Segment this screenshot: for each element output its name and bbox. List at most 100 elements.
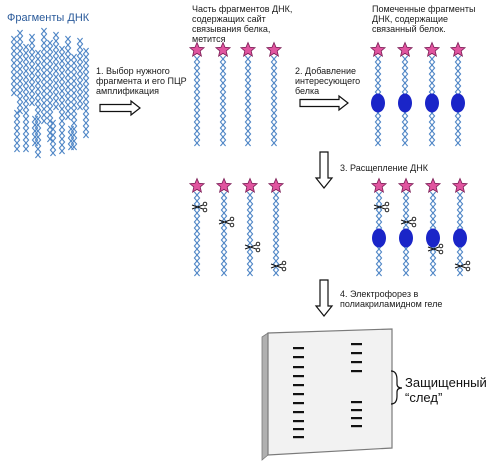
dna-strand-a [22,43,30,153]
dna-strand-a [70,53,78,151]
scissors-blade [244,244,257,250]
dna-strand-b [64,35,72,121]
star-icon [424,177,442,193]
scissors-handle [438,249,444,255]
dna-strand-b [76,37,84,111]
scissors-handle [255,247,261,253]
labeled-subset-caption: Часть фрагментов ДНК, содержащих сайт св… [192,4,293,44]
labeled-dna-fragment [244,55,252,147]
step-2-label: 2. Добавление интересующего белка [295,66,361,96]
step-3-label: 3. Расщепление ДНК [340,163,428,173]
step-4-label: 4. Электрофорез в полиакриламидном геле [340,289,443,309]
scissors-icon [191,201,208,213]
gel-band [293,384,304,387]
scissors-blade [270,263,283,269]
scissors-blade [191,204,204,210]
dna-strand-b [193,191,201,277]
dna-strand-a [49,119,57,157]
scissors-blade [454,263,467,269]
dna-strand-b [22,43,30,153]
dna-strand-a [16,29,24,115]
scissors-icon [400,216,417,228]
gel-band [293,393,304,396]
dna-fragment [82,47,90,139]
dna-strand-b [270,55,278,147]
scissors-blade [427,246,440,252]
scissors-handle [202,207,208,213]
star-icon [214,41,232,57]
dna-strand-b [40,27,48,125]
dna-strand-a [58,45,66,155]
gel-band [351,361,362,364]
dna-strand-a [246,191,254,277]
dna-fragment [52,31,60,111]
scissors-icon [244,241,261,253]
process-arrow-4 [314,279,334,317]
scissors-icon [373,201,390,213]
star-icon [396,41,414,57]
gel-band [293,366,304,369]
dna-fragment [58,45,66,155]
footprint-bracket [390,370,403,405]
process-arrow-3 [314,151,334,189]
labeled-with-protein-caption: Помеченные фрагменты ДНК, содержащие свя… [372,4,476,34]
dna-strand-b [244,55,252,147]
dna-fragment [40,27,48,125]
protected-footprint-label: Защищенный “след” [405,375,487,405]
protein-blob-icon [453,228,467,248]
process-arrow-1 [99,99,141,117]
star-icon [215,177,233,193]
dna-strand-b [219,55,227,147]
dna-fragment [67,125,75,151]
digested-dna-fragment [246,191,254,277]
gel-band [293,428,304,431]
dna-strand-b [272,191,280,277]
gel-band [351,417,362,420]
digested-dna-fragment [220,191,228,277]
dna-strand-b [220,191,228,277]
star-icon [449,41,467,57]
dna-fragment [13,109,21,153]
scissors-icon [454,260,471,272]
dna-strand-b [28,33,36,107]
polyacrylamide-gel [267,328,393,456]
labeled-dna-fragment [270,55,278,147]
scissors-icon [218,216,235,228]
gel-band [351,343,362,346]
protein-blob-icon [372,228,386,248]
protein-blob-icon [425,93,439,113]
dna-strand-a [40,27,48,125]
scissors-icon [270,260,287,272]
star-icon [188,41,206,57]
gel-band [293,375,304,378]
dna-fragment [10,35,18,97]
gel-band [293,402,304,405]
dna-strand-b [46,39,54,143]
gel-band [293,420,304,423]
scissors-blade [373,204,386,210]
star-icon [267,177,285,193]
star-icon [423,41,441,57]
labeled-dna-fragment [193,55,201,147]
dna-fragment [34,49,42,159]
scissors-handle [229,222,235,228]
scissors-handle [465,266,471,272]
dna-strand-b [70,53,78,151]
star-icon [265,41,283,57]
dna-strand-a [67,125,75,151]
star-icon [188,177,206,193]
dna-fragment [31,115,39,147]
gel-band [293,411,304,414]
dna-strand-b [34,49,42,159]
dna-fragment [22,43,30,153]
gel-band [293,356,304,359]
scissors-handle [438,243,444,249]
scissors-blade [400,219,413,225]
dna-fragment [64,35,72,121]
scissors-handle [281,266,287,272]
star-icon [397,177,415,193]
gel-band [293,347,304,350]
digested-dna-fragment [272,191,280,277]
dna-strand-b [31,115,39,147]
